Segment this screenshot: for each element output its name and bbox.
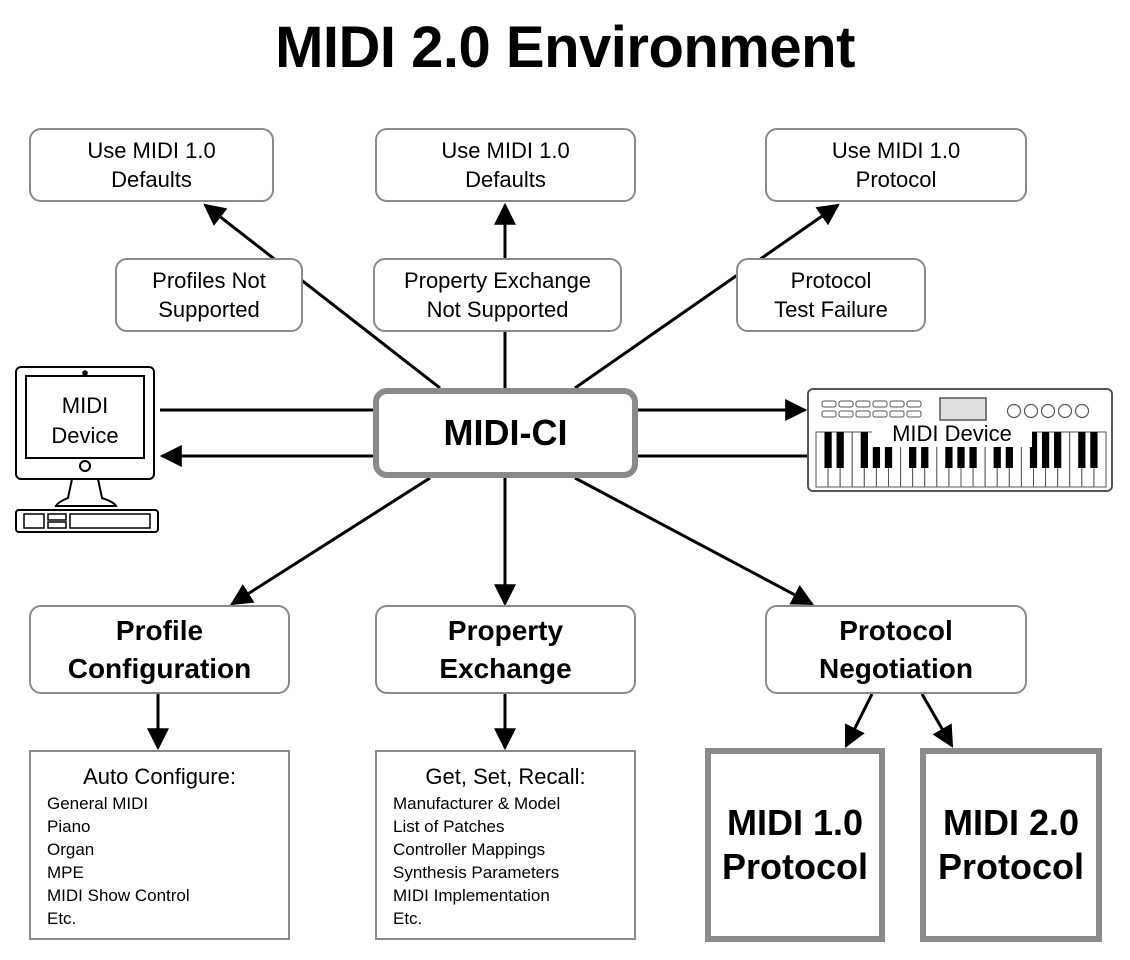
profile-configuration-box: Profile Configuration (29, 605, 290, 694)
computer-device-label: MIDI Device (26, 391, 144, 451)
keyboard-pad-icon (821, 400, 837, 408)
keyboard-black-key (884, 432, 893, 468)
feature-line1: Profile (115, 614, 204, 646)
property-exchange-box: Property Exchange (375, 605, 636, 694)
midi-ci-label: MIDI-CI (443, 412, 568, 453)
computer-label-line2: Device (51, 423, 119, 448)
top-box-line1: Use MIDI 1.0 (441, 138, 570, 163)
arrow-to-profile-defaults (203, 203, 441, 390)
arrow-to-midi2-protocol (920, 693, 954, 748)
protocol-negotiation-box: Protocol Negotiation (765, 605, 1027, 694)
top-box-line2: Defaults (111, 167, 192, 192)
fallback-profiles-not-supported: Profiles Not Supported (115, 258, 303, 332)
list-item: Etc. (393, 909, 423, 928)
top-box-line2: Defaults (465, 167, 546, 192)
keyboard-black-key (1090, 432, 1098, 468)
keyboard-black-key (945, 432, 953, 468)
top-box-profile-defaults: Use MIDI 1.0 Defaults (29, 128, 274, 202)
fallback-line1: Property Exchange (403, 268, 592, 293)
feature-line2: Configuration (67, 652, 252, 684)
keyboard-pad-icon (838, 410, 854, 418)
list-item: Etc. (47, 909, 77, 928)
list-item: MIDI Show Control (47, 886, 190, 905)
midi1-protocol-box: MIDI 1.0 Protocol (705, 748, 885, 942)
keyboard-pad-icon (906, 410, 922, 418)
keyboard-black-key (1054, 432, 1062, 468)
keyboard-black-key (824, 432, 832, 468)
midi2-protocol-box: MIDI 2.0 Protocol (920, 748, 1102, 942)
keyboard-pad-icon (872, 400, 888, 408)
keyboard-pad-icon (906, 400, 922, 408)
auto-configure-list: Auto Configure: General MIDI Piano Organ… (29, 750, 290, 940)
arrow-to-protocol-negotiation (574, 476, 814, 606)
keyboard-pad-icon (872, 410, 888, 418)
list-item: Controller Mappings (393, 840, 546, 859)
fallback-line1: Profiles Not (152, 268, 266, 293)
keyboard-knob-icon (1006, 403, 1022, 419)
keyboard-black-key (957, 432, 965, 468)
fallback-line2: Supported (158, 297, 260, 322)
protocol-line1: MIDI 1.0 (726, 802, 864, 843)
keyboard-black-key (872, 432, 881, 468)
keyboard-pad-icon (889, 410, 905, 418)
list-heading: Get, Set, Recall: (425, 764, 586, 789)
keyboard-black-key (1041, 432, 1050, 468)
keyboard-black-key (969, 432, 977, 468)
keyboard-pad-icon (855, 410, 871, 418)
keyboard-knob-icon (1057, 403, 1073, 419)
keyboard-black-key (836, 432, 844, 468)
keyboard-black-key (993, 432, 1001, 468)
feature-line2: Negotiation (819, 652, 973, 684)
top-box-property-defaults: Use MIDI 1.0 Defaults (375, 128, 636, 202)
keyboard-pad-icon (838, 400, 854, 408)
fallback-protocol-test-failure: Protocol Test Failure (736, 258, 926, 332)
list-heading: Auto Configure: (83, 764, 236, 789)
keyboard-black-key (921, 432, 929, 468)
list-item: Synthesis Parameters (393, 863, 560, 882)
fallback-line2: Not Supported (426, 297, 569, 322)
list-item: General MIDI (47, 794, 149, 813)
keyboard-pad-icon (889, 400, 905, 408)
keyboard-pad-icon (821, 410, 837, 418)
arrow-to-profile-configuration (230, 476, 431, 606)
feature-line1: Property (447, 614, 564, 646)
protocol-line2: Protocol (937, 846, 1084, 887)
keyboard-black-key (909, 432, 917, 468)
top-box-line1: Use MIDI 1.0 (831, 138, 961, 163)
list-item: List of Patches (393, 817, 505, 836)
computer-label-line1: MIDI (61, 393, 109, 418)
fallback-line2: Test Failure (774, 297, 888, 322)
keyboard-knob-icon (1023, 403, 1039, 419)
fallback-property-exchange-not-supported: Property Exchange Not Supported (373, 258, 622, 332)
protocol-line1: MIDI 2.0 (942, 802, 1080, 843)
list-item: MPE (47, 863, 84, 882)
keyboard-black-key (860, 432, 868, 468)
feature-line2: Exchange (439, 652, 572, 684)
keyboard-black-key (1078, 432, 1086, 468)
fallback-line1: Protocol (790, 268, 872, 293)
list-item: Organ (47, 840, 95, 859)
diagram-title: MIDI 2.0 Environment (275, 15, 855, 80)
protocol-line2: Protocol (721, 846, 868, 887)
feature-line1: Protocol (839, 614, 953, 646)
top-box-line2: Protocol (855, 167, 937, 192)
get-set-recall-list: Get, Set, Recall: Manufacturer & Model L… (375, 750, 636, 940)
list-item: MIDI Implementation (393, 886, 550, 905)
top-box-line1: Use MIDI 1.0 (87, 138, 216, 163)
keyboard-black-key (1029, 432, 1038, 468)
keyboard-pad-icon (855, 400, 871, 408)
arrow-to-midi1-protocol (844, 693, 874, 748)
top-box-protocol-default: Use MIDI 1.0 Protocol (765, 128, 1027, 202)
keyboard-black-key (1005, 432, 1013, 468)
keyboard-knob-icon (1040, 403, 1056, 419)
arrow-to-protocol-default (574, 203, 840, 390)
midi-ci-box: MIDI-CI (373, 388, 638, 478)
keyboard-device-label: MIDI Device (872, 421, 1032, 447)
keyboard-knob-icon (1074, 403, 1090, 419)
computer-icon (15, 366, 159, 533)
list-item: Piano (47, 817, 91, 836)
list-item: Manufacturer & Model (393, 794, 561, 813)
